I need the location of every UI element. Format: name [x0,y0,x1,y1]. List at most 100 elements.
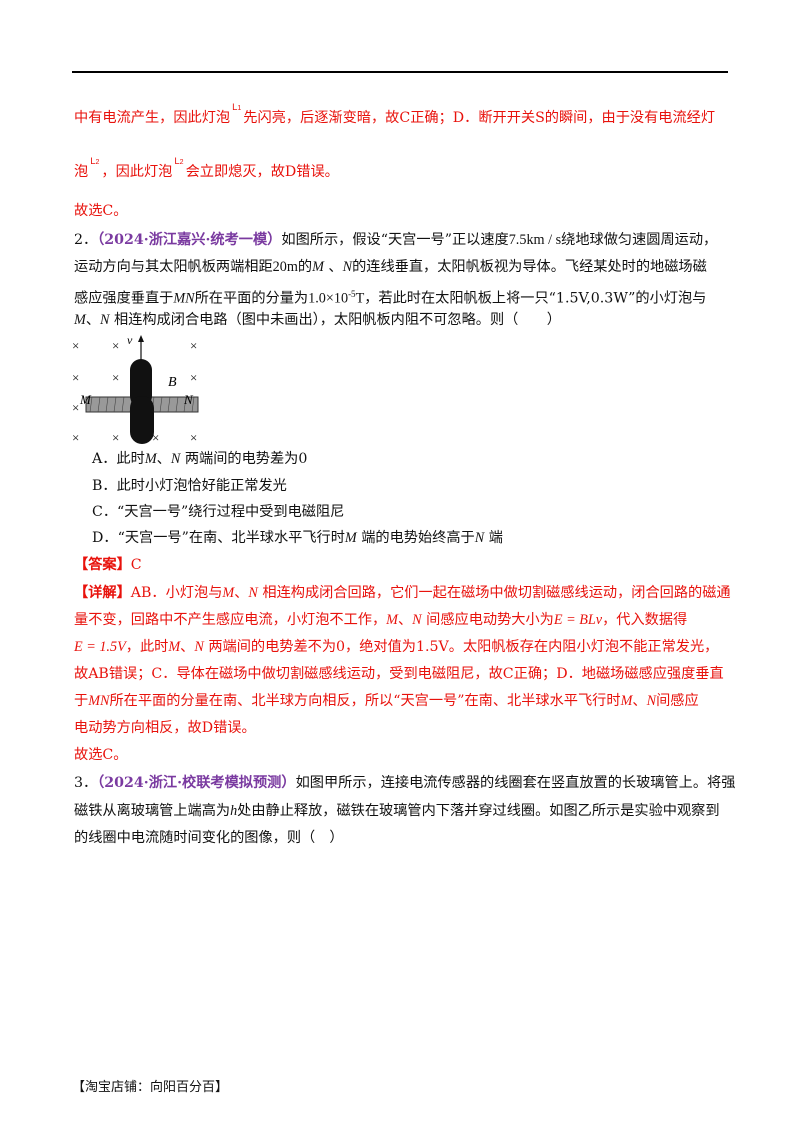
text: 端 [488,530,503,546]
symbol-l2b: L2 [174,156,183,167]
q2-line-1: 2．（2024·浙江嘉兴·统考一模）如图所示，假设“天宫一号”正以速度7.5km… [74,230,717,250]
text: ，若此时在太阳帆板上将一只“1.5V,0.3W”的小灯泡与 [364,290,707,307]
answer-line: 【答案】C [74,555,142,575]
text: 中有电流产生，因此灯泡 [74,110,231,126]
symbol-n: N [170,451,181,467]
text: 处由静止释放，磁铁在玻璃管内下落并穿过线圈。如图乙所示是实验中观察到 [237,803,720,819]
text: 泡 [74,164,89,180]
text: ，因此灯泡 [101,164,173,180]
cross-mark: × [152,430,159,445]
question-number: 3． [74,775,98,791]
speed-value: 7.5km / s [508,232,562,248]
text: 所在平面的分量在南、北半球方向相反，所以“天宫一号”在南、北半球水平飞行时 [109,693,621,709]
detail-line-3: E = 1.5V，此时M、N 两端间的电势差不为0，绝对值为1.5V。太阳帆板存… [74,637,718,657]
velocity-label: v [127,334,133,347]
detail-line-5: 于MN所在平面的分量在南、北半球方向相反，所以“天宫一号”在南、北半球水平飞行时… [74,691,699,711]
question-source: （2024·浙江·校联考模拟预测） [97,775,296,791]
symbol-n: N [474,530,485,546]
text: 相连构成闭合回路，它们一起在磁场中做切割磁感线运动，闭合回路的磁通 [262,585,731,601]
text: 先闪亮，后逐渐变暗，故C正确；D．断开开关S的瞬间，由于没有电流经灯 [243,110,716,126]
text: 、 [632,693,647,709]
text: AB．小灯泡与 [130,585,223,601]
conclusion-q2: 故选C。 [74,747,128,763]
symbol-l2: L2 [90,156,99,167]
satellite-body-upper [130,359,152,407]
text: 两端间的电势差为0 [184,451,308,467]
symbol-n: N [342,259,353,275]
cross-mark: × [72,370,79,385]
text: D．“天宫一号”在南、北半球水平飞行时 [92,530,345,546]
conclusion-prev: 故选C。 [74,203,128,219]
distance-value: 20m [272,259,298,275]
text: 2 [179,159,184,166]
text: 2 [95,159,100,166]
cross-mark: × [112,430,119,445]
q3-line-3: 的线圈中电流随时间变化的图像，则（ ） [74,830,344,846]
symbol-l1: L1 [232,102,241,113]
text: 感应强度垂直于 [74,290,174,307]
option-a[interactable]: A．此时M、N 两端间的电势差为0 [92,449,307,469]
satellite-figure: × × × × × × × × × × × × v B M N [72,334,199,445]
text: ，代入数据得 [602,612,688,628]
symbol-m: M [74,312,86,328]
q2-line-2: 运动方向与其太阳帆板两端相距20m的M 、N的连线垂直，太阳帆板视为导体。飞经某… [74,257,707,277]
symbol-mn: MN [173,290,195,307]
field-exponent: -5 [348,289,356,299]
question-source: （2024·浙江嘉兴·统考一模） [97,232,282,248]
formula: E = BLv [553,612,603,628]
answer-value: C [130,557,142,573]
explanation-line-1: 中有电流产生，因此灯泡L1先闪亮，后逐渐变暗，故C正确；D．断开开关S的瞬间，由… [74,102,716,131]
question-number: 2． [74,232,98,248]
symbol-n: N [646,693,657,709]
option-d[interactable]: D．“天宫一号”在南、北半球水平飞行时M 端的电势始终高于N 端 [92,528,503,548]
detail-line-2: 量不变，回路中不产生感应电流，小灯泡不工作，M、N 间感应电动势大小为E = B… [74,610,687,630]
equation: E = 1.5V [74,639,126,655]
text: 间感应 [656,693,699,709]
text: 如图甲所示，连接电流传感器的线圈套在竖直放置的长玻璃管上。将强 [295,775,736,791]
cross-mark: × [190,338,197,353]
symbol-mn: MN [88,693,110,709]
text: 、 [397,612,413,628]
field-label: B [168,375,177,390]
text: 端的电势始终高于 [361,530,475,546]
cross-mark: × [72,400,79,415]
detail-line-4: 故AB错误；C．导体在磁场中做切割磁感线运动，受到电磁阻尼，故C正确；D．地磁场… [74,666,724,682]
text: 1 [237,105,242,112]
cross-mark: × [72,338,79,353]
q3-line-2: 磁铁从离玻璃管上端高为h处由静止释放，磁铁在玻璃管内下落并穿过线圈。如图乙所示是… [74,801,720,821]
explanation-line-2: 泡L2，因此灯泡L2会立即熄灭，故D错误。 [74,156,339,185]
text: 量不变，回路中不产生感应电流，小灯泡不工作， [74,612,387,628]
symbol-m: M [312,259,324,275]
symbol-m: M [168,639,181,655]
text: L [90,156,96,167]
text: 所在平面的分量为 [194,290,309,307]
m-label: M [79,392,92,407]
q2-line-4: M、N 相连构成闭合电路（图中未画出），太阳帆板内阻不可忽略。则（ ） [74,310,561,330]
symbol-m: M [344,530,357,546]
header-rule [72,71,728,73]
arrow-head-icon [138,335,144,342]
symbol-n: N [100,312,110,328]
detail-tag: 【详解】 [74,585,131,601]
text: 、 [328,259,343,275]
text: L [174,156,180,167]
symbol-n: N [194,639,204,655]
text: 于 [74,693,89,709]
q2-line-3: 感应强度垂直于MN所在平面的分量为1.0×10-5T，若此时在太阳帆板上将一只“… [74,284,706,309]
text: 相连构成闭合电路（图中未画出），太阳帆板内阻不可忽略。则（ ） [114,312,561,328]
option-c[interactable]: C．“天宫一号”绕行过程中受到电磁阻尼 [92,504,345,520]
option-b[interactable]: B．此时小灯泡恰好能正常发光 [92,478,287,494]
text: 、 [85,312,101,328]
answer-tag: 【答案】 [74,557,131,573]
text: 磁铁从离玻璃管上端高为 [74,803,231,819]
symbol-m: M [386,612,398,628]
text: 运动方向与其太阳帆板两端相距 [74,259,273,275]
symbol-m: M [222,585,235,601]
text: ，此时 [125,639,169,655]
symbol-n: N [412,612,422,628]
q3-line-1: 3．（2024·浙江·校联考模拟预测）如图甲所示，连接电流传感器的线圈套在竖直放… [74,773,735,793]
text: 绕地球做匀速圆周运动， [561,232,718,248]
text: 、 [234,585,249,601]
symbol-n: N [248,585,258,601]
symbol-m: M [144,451,157,467]
